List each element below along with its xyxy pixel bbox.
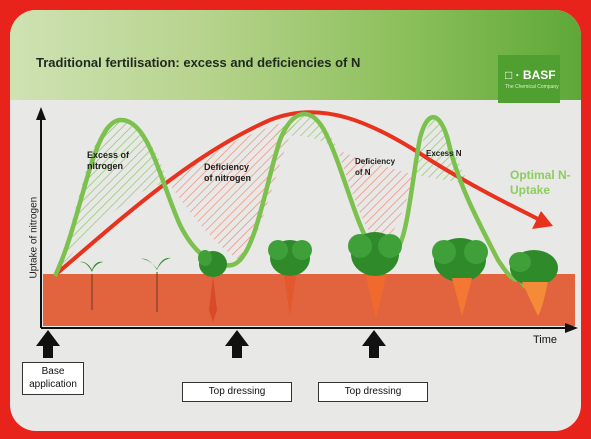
top-dressing-box-1: Top dressing xyxy=(182,382,292,402)
arrow-up-icon xyxy=(36,330,60,358)
base-application-line1: Base xyxy=(41,366,65,377)
slide-frame: Traditional fertilisation: excess and de… xyxy=(10,10,581,431)
plant-icon xyxy=(432,238,488,316)
deficiency-label-2-line2: of N xyxy=(355,168,371,177)
plant-icon xyxy=(80,261,103,310)
soil-band xyxy=(43,274,575,326)
deficiency-label-2: Deficiency of N xyxy=(355,156,395,178)
y-axis-label: Uptake of nitrogen xyxy=(28,196,40,279)
excess-label-2: Excess N xyxy=(426,149,462,158)
top-dressing-box-2: Top dressing xyxy=(318,382,428,402)
arrow-up-icon xyxy=(362,330,386,358)
y-axis-arrowhead xyxy=(36,107,46,120)
optimal-uptake-label-line1: Optimal N- xyxy=(510,168,571,182)
n-uptake-diagram xyxy=(36,107,578,358)
plant-icon xyxy=(348,232,402,318)
logo-text: □ · BASF xyxy=(505,68,556,82)
deficiency-area-1 xyxy=(168,118,298,262)
excess-label-1: Excess of nitrogen xyxy=(87,150,129,172)
x-axis-label: Time xyxy=(533,334,558,346)
x-axis-arrowhead xyxy=(565,323,578,333)
logo-tagline: The Chemical Company xyxy=(505,84,559,90)
plant-icon xyxy=(268,240,312,316)
deficiency-label-2-line1: Deficiency xyxy=(355,157,396,166)
optimal-uptake-label: Optimal N- Uptake xyxy=(510,168,571,198)
actual-uptake-curve xyxy=(52,111,518,283)
base-application-line2: application xyxy=(29,379,77,390)
optimal-uptake-curve xyxy=(53,110,541,277)
basf-logo: □ · BASF The Chemical Company xyxy=(498,55,560,103)
deficiency-label-1-line1: Deficiency xyxy=(204,162,250,172)
optimal-curve-arrowhead xyxy=(532,211,553,229)
deficiency-area-2 xyxy=(338,150,415,250)
base-application-box: Base application xyxy=(22,362,84,395)
excess-label-1-line1: Excess of xyxy=(87,150,130,160)
optimal-uptake-label-line2: Uptake xyxy=(510,183,551,197)
carrot-icon xyxy=(522,282,548,316)
excess-area-1 xyxy=(55,120,168,275)
deficiency-label-1: Deficiency of nitrogen xyxy=(204,162,251,184)
arrow-up-icon xyxy=(225,330,249,358)
deficiency-label-1-line2: of nitrogen xyxy=(204,173,251,183)
plant-icon xyxy=(198,250,227,322)
slide-title: Traditional fertilisation: excess and de… xyxy=(36,55,361,70)
slide-header: Traditional fertilisation: excess and de… xyxy=(10,10,581,103)
plant-icon xyxy=(509,250,558,316)
plant-icon xyxy=(141,257,171,312)
excess-label-1-line2: nitrogen xyxy=(87,161,123,171)
